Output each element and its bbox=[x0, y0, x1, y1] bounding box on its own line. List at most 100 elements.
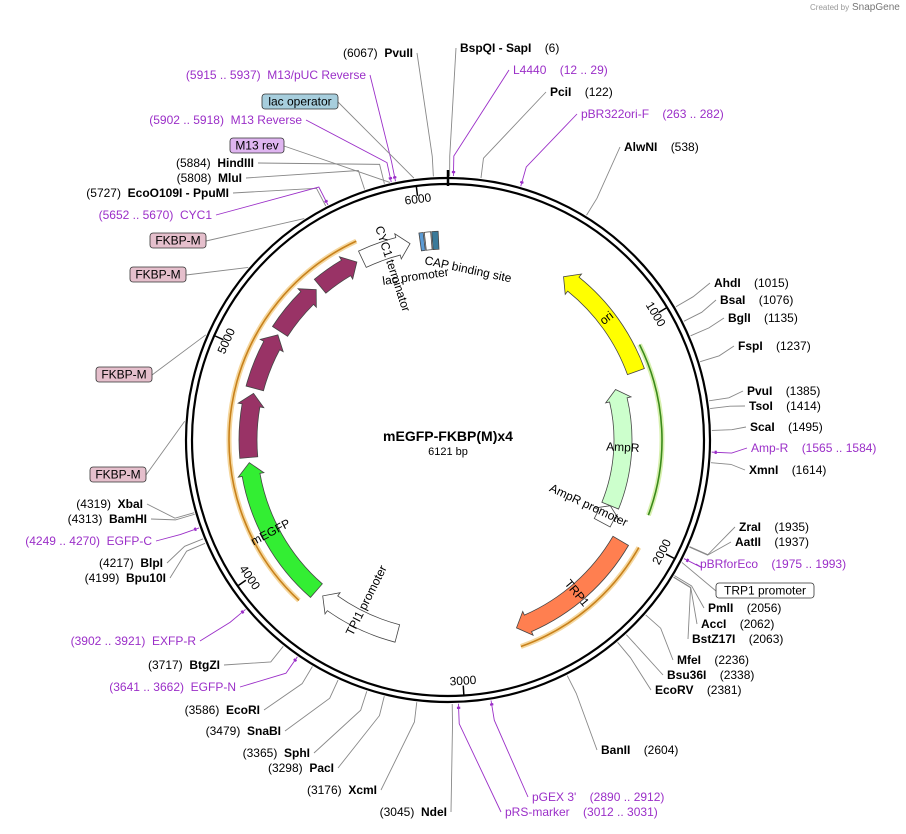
sites-num-13: (1937) bbox=[774, 535, 809, 549]
sites-name-23: PacI bbox=[309, 761, 334, 775]
sites-label-32: (5727) EcoO109I - PpuMI bbox=[86, 186, 229, 200]
sites-num-1: (6) bbox=[545, 41, 560, 55]
sites-name-15: AccI bbox=[701, 617, 726, 631]
tick-label-3000: 3000 bbox=[449, 673, 477, 689]
credit-prefix: Created by bbox=[810, 3, 849, 12]
sites-name-14: PmlI bbox=[708, 601, 733, 615]
sites-name-13: AatII bbox=[735, 535, 761, 549]
sites-name-0: PvuII bbox=[384, 46, 413, 60]
primers-num-11: (12 .. 29) bbox=[560, 63, 608, 77]
tick-mark-3000 bbox=[462, 685, 465, 695]
center-label: mEGFP-FKBP(M)x4 6121 bp bbox=[383, 428, 513, 458]
primers-label-7: pGEX 3' (2890 .. 2912) bbox=[532, 790, 664, 804]
spacer bbox=[706, 668, 719, 682]
sites-label-5: BsaI (1076) bbox=[720, 293, 793, 307]
sites-name-30: BamHI bbox=[109, 512, 147, 526]
sites-num-18: (2338) bbox=[720, 668, 755, 682]
primers-num-2: (5652 .. 5670) bbox=[99, 208, 174, 222]
primers-num-0: (5915 .. 5937) bbox=[186, 68, 261, 82]
sites-name-12: ZraI bbox=[739, 520, 761, 534]
sites-name-3: AlwNI bbox=[624, 140, 657, 154]
spacer bbox=[576, 790, 589, 804]
feature-label-cyc1-terminator: CYC1 terminator bbox=[372, 224, 413, 313]
primers-name-0: M13/pUC Reverse bbox=[267, 68, 366, 82]
fkbp-m-box-3 bbox=[95, 366, 153, 383]
sites-num-22: (3176) bbox=[307, 783, 342, 797]
lac-operator-box bbox=[261, 93, 339, 110]
sites-label-1: BspQI - SapI (6) bbox=[460, 41, 559, 55]
primers-mark-4 bbox=[240, 610, 245, 614]
sites-label-13: AatII (1937) bbox=[735, 535, 809, 549]
feature-lac-promoter bbox=[423, 231, 433, 251]
credit: Created by SnapGene bbox=[810, 2, 900, 13]
sites-num-5: (1076) bbox=[759, 293, 794, 307]
sites-num-28: (4199) bbox=[85, 571, 120, 585]
sites-leader-4 bbox=[675, 282, 711, 308]
sites-name-26: EcoRI bbox=[226, 703, 260, 717]
sites-leader-29 bbox=[166, 538, 204, 564]
primers-mark-3 bbox=[193, 527, 197, 532]
sites-label-23: (3298) PacI bbox=[268, 761, 334, 775]
spacer bbox=[657, 140, 670, 154]
box-leader-fkbp-m-box-3 bbox=[151, 334, 207, 376]
primers-leader-0 bbox=[369, 74, 396, 182]
lac-operator-box-label: lac operator bbox=[268, 95, 331, 109]
spacer bbox=[261, 68, 268, 82]
spacer bbox=[173, 208, 180, 222]
primers-name-1: M13 Reverse bbox=[231, 113, 303, 127]
primers-mark-7 bbox=[489, 703, 494, 706]
primers-num-1: (5902 .. 5918) bbox=[149, 113, 224, 127]
sites-label-6: BglI (1135) bbox=[728, 311, 798, 325]
primers-leader-11 bbox=[452, 69, 510, 177]
sites-num-2: (122) bbox=[585, 85, 613, 99]
feature-ampr-promoter bbox=[593, 505, 620, 528]
sites-num-26: (3586) bbox=[185, 703, 220, 717]
sites-name-17: MfeI bbox=[677, 653, 701, 667]
sites-leader-20 bbox=[566, 675, 598, 751]
sites-name-27: BtgZI bbox=[189, 658, 220, 672]
box-leader-trp1-promoter-box bbox=[681, 562, 717, 592]
fkbp-m-box-4 bbox=[89, 466, 147, 483]
primers-num-3: (4249 .. 4270) bbox=[25, 534, 100, 548]
spacer bbox=[778, 463, 791, 477]
primers-num-9: (1565 .. 1584) bbox=[802, 441, 877, 455]
fkbp-m-box-2-label: FKBP-M bbox=[135, 268, 180, 282]
spacer bbox=[378, 46, 385, 60]
tick-label-5000: 5000 bbox=[214, 326, 238, 356]
fkbp-m-box-4-label: FKBP-M bbox=[95, 468, 140, 482]
sites-label-34: (5884) HindIII bbox=[176, 156, 254, 170]
primers-mark-1 bbox=[388, 176, 393, 180]
sites-leader-31 bbox=[146, 503, 195, 519]
sites-leader-17 bbox=[645, 614, 674, 661]
sites-num-24: (3365) bbox=[243, 746, 278, 760]
sites-name-4: AhdI bbox=[714, 276, 741, 290]
primers-label-11: L4440 (12 .. 29) bbox=[513, 63, 608, 77]
fkbp-m-box-1-label: FKBP-M bbox=[155, 234, 200, 248]
primers-label-0: (5915 .. 5937) M13/pUC Reverse bbox=[186, 68, 366, 82]
sites-name-1: BspQI - SapI bbox=[460, 41, 531, 55]
box-leader-fkbp-m-box-4 bbox=[145, 420, 186, 476]
sites-label-7: FspI (1237) bbox=[738, 339, 811, 353]
sites-label-4: AhdI (1015) bbox=[714, 276, 789, 290]
spacer bbox=[183, 658, 190, 672]
primers-mark-5 bbox=[293, 658, 298, 662]
sites-leader-28 bbox=[169, 542, 206, 579]
sites-num-3: (538) bbox=[671, 140, 699, 154]
spacer bbox=[788, 441, 801, 455]
spacer bbox=[119, 571, 126, 585]
tick-mark-5000 bbox=[214, 335, 224, 341]
primers-name-3: EGFP-C bbox=[107, 534, 153, 548]
primers-label-1: (5902 .. 5918) M13 Reverse bbox=[149, 113, 302, 127]
feature-fkbp-m-1 bbox=[237, 392, 265, 459]
tick-label-6000: 6000 bbox=[404, 190, 433, 207]
spacer bbox=[102, 512, 109, 526]
sites-leader-24 bbox=[313, 691, 368, 754]
primers-label-10: pBR322ori-F (263 .. 282) bbox=[581, 107, 724, 121]
orf-arcs bbox=[226, 238, 665, 649]
sites-leader-10 bbox=[711, 426, 747, 431]
sites-leader-14 bbox=[674, 575, 705, 609]
primers-name-8: pBRforEco bbox=[700, 557, 758, 571]
sites-name-10: ScaI bbox=[750, 420, 775, 434]
sites-leader-3 bbox=[586, 146, 621, 216]
fkbp-m-box-1 bbox=[149, 232, 207, 249]
